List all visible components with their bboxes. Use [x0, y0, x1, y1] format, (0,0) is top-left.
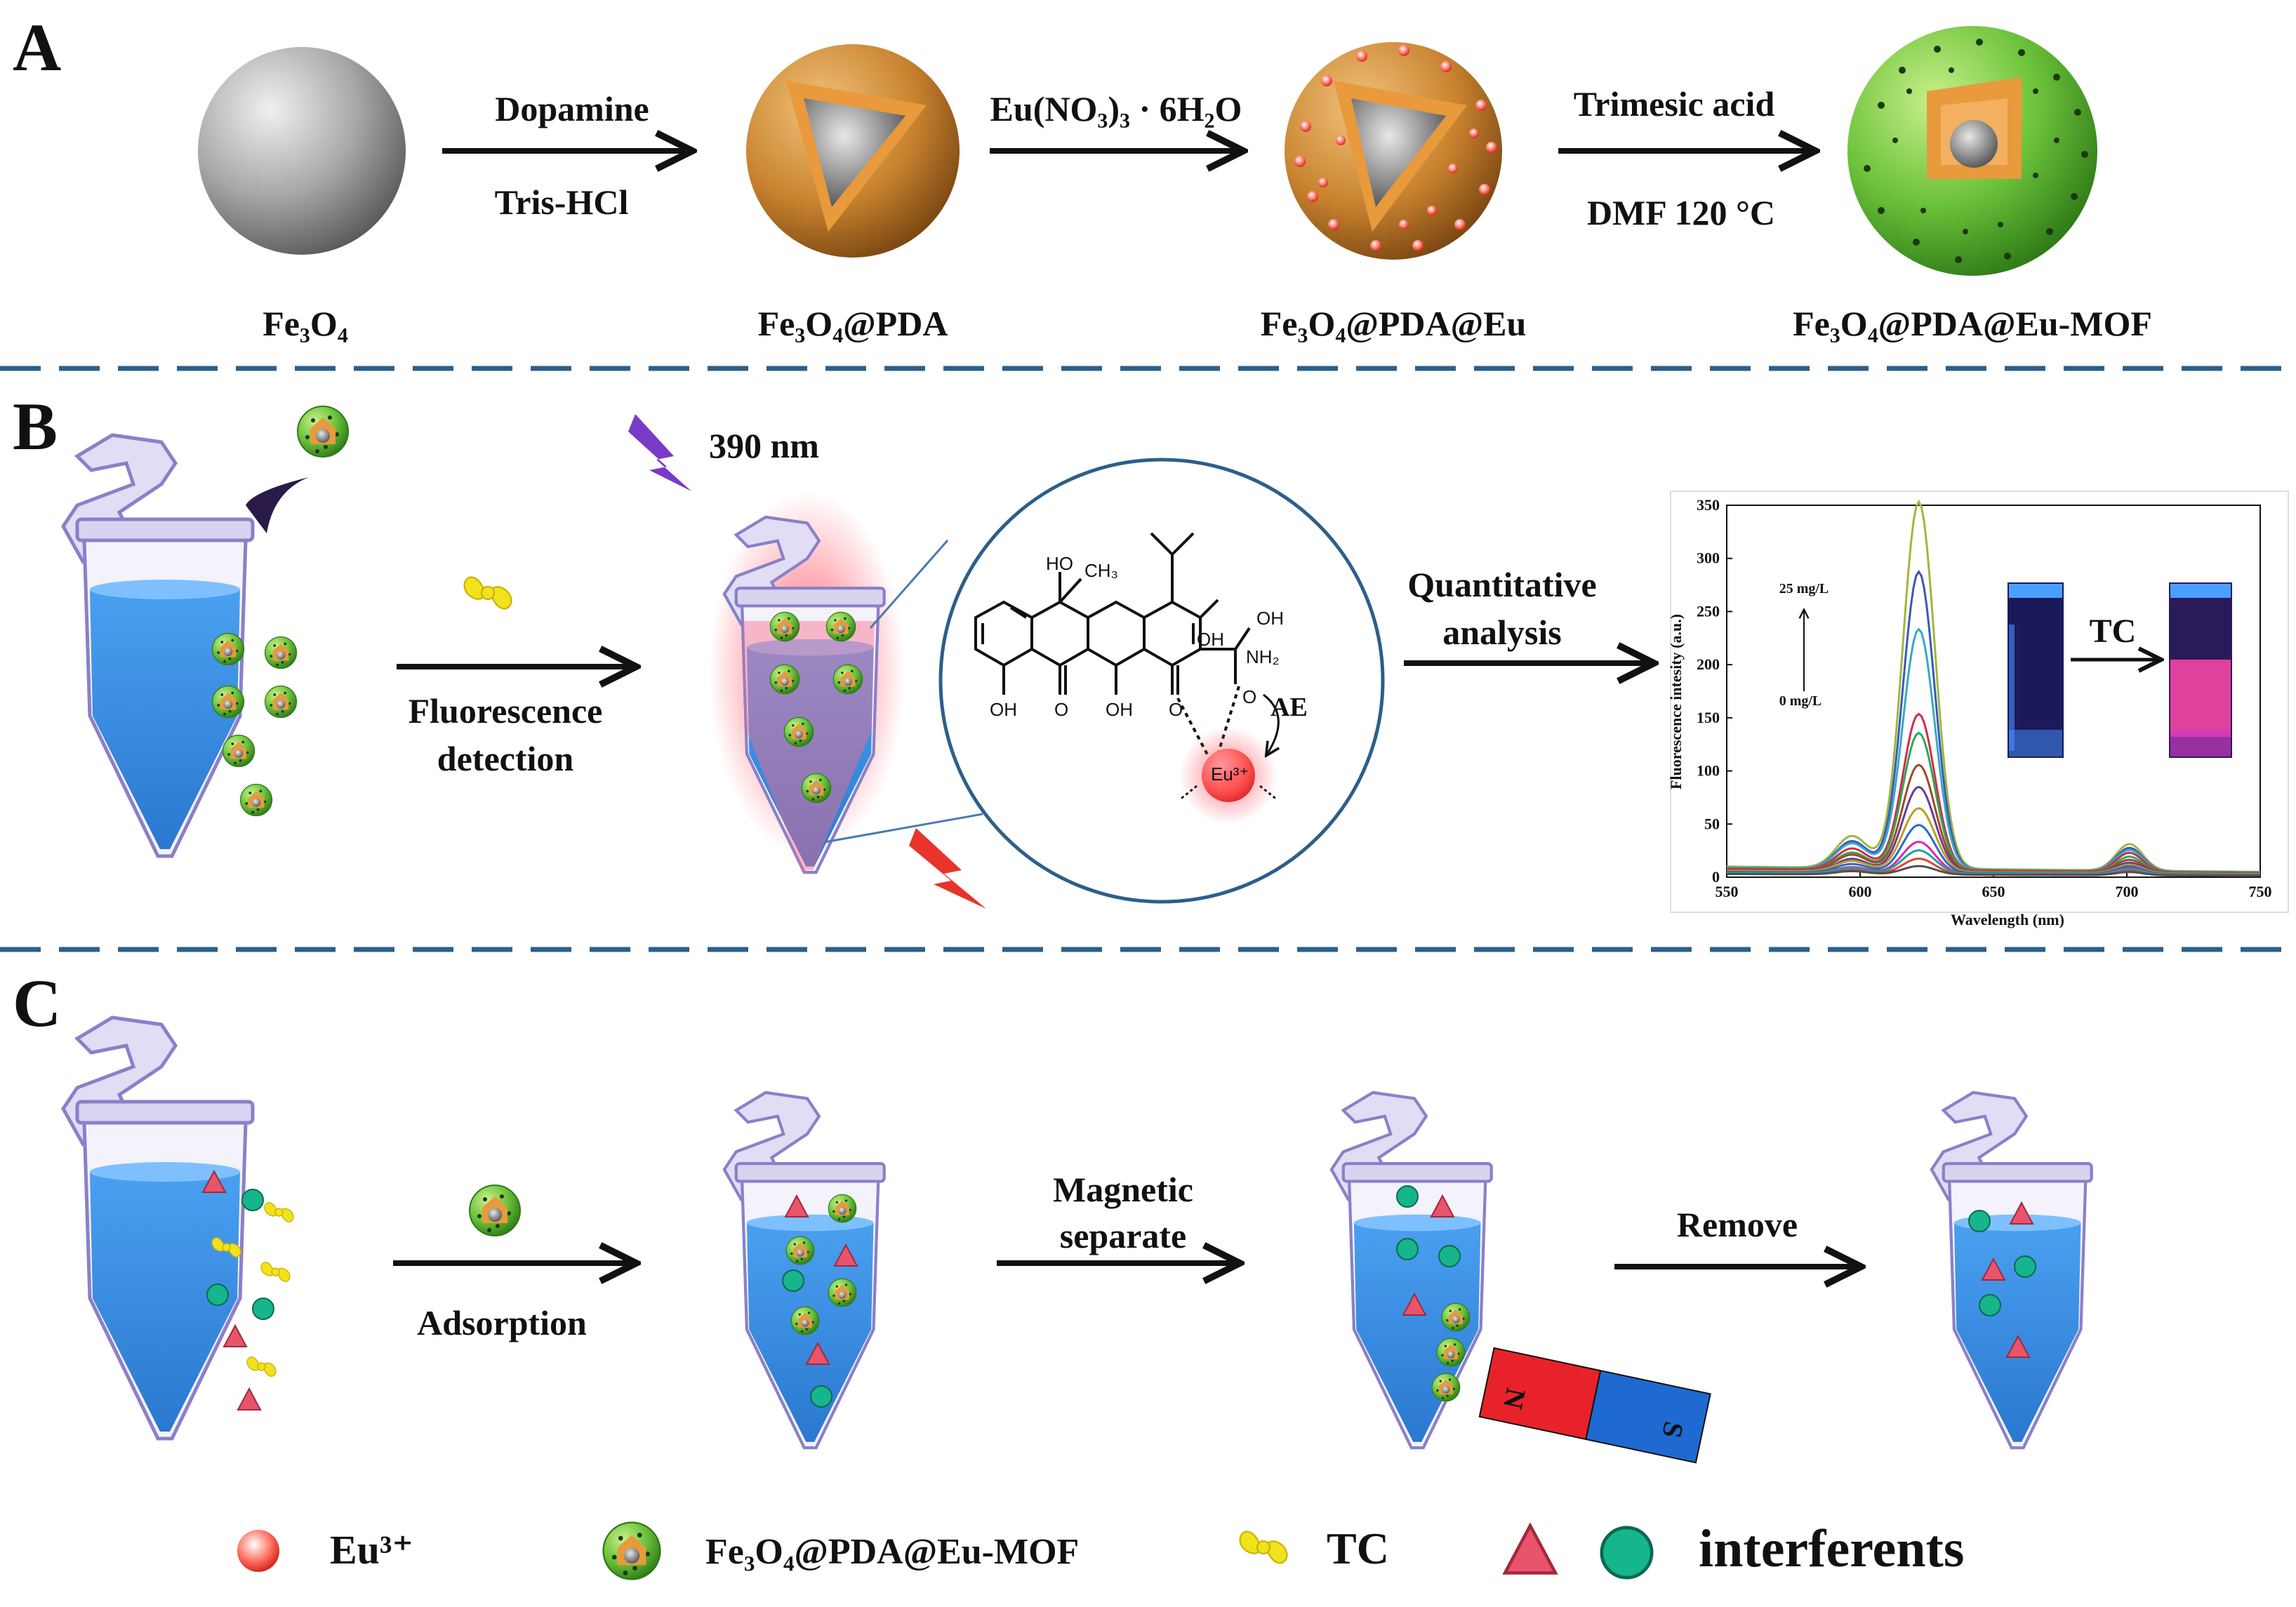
chem-oh-bl: OH [990, 699, 1017, 720]
chart-ylabel: Fluorescence intesity (a.u.) [1667, 614, 1685, 789]
chart-ytick-label-1: 50 [1704, 815, 1720, 832]
tube-c4 [1932, 1093, 2092, 1448]
legend-tc-label: TC [1327, 1523, 1389, 1573]
fe3o4-label: Fe₃O₄ [263, 304, 348, 343]
cuvette-after [2169, 582, 2232, 758]
chart-xlabel: Wavelength (nm) [1951, 911, 2064, 928]
chart-ytick-label-6: 300 [1697, 549, 1720, 567]
chem-nh2: NH₂ [1246, 646, 1280, 667]
eu-label: Fe₃O₄@PDA@Eu [1261, 304, 1527, 343]
mof-particle-add [469, 1185, 521, 1236]
panel-label-a: A [13, 10, 61, 85]
chem-ch3: CH₃ [1084, 560, 1118, 581]
fe3o4-sphere [198, 47, 406, 255]
legend-mof-label: Fe₃O₄@PDA@Eu-MOF [705, 1532, 1079, 1572]
cuvette-before [2008, 582, 2064, 758]
chart-xtick-label-2: 650 [1982, 883, 2005, 900]
legend-mof-icon [602, 1521, 661, 1580]
chem-oh-mid: OH [1197, 629, 1224, 650]
fe3o4-pda-eu-mof-sphere [1847, 26, 2097, 276]
tc-molecule-icon [463, 576, 512, 610]
fluorescence-label: Fluorescence [409, 691, 603, 731]
legend-eu-label: Eu³⁺ [330, 1527, 413, 1573]
magnetic-label: Magnetic [1053, 1170, 1193, 1209]
step2-top-label: Eu(NO₃)₃ · 6H₂O [990, 89, 1242, 128]
chem-ae: AE [1270, 693, 1308, 722]
magnet: N S [1478, 1347, 1711, 1464]
fe3o4-pda-sphere [746, 44, 960, 258]
chem-o1: O [1054, 699, 1068, 720]
step1-top-label: Dopamine [495, 89, 649, 128]
chem-o2: O [1169, 699, 1183, 720]
chart-ytick-label-0: 0 [1712, 868, 1720, 886]
chart-xtick-label-1: 600 [1849, 883, 1872, 900]
legend-eu-icon [237, 1530, 279, 1572]
analysis-label: analysis [1442, 613, 1562, 652]
chem-eu: Eu³⁺ [1211, 764, 1249, 785]
drop-arrow [246, 477, 309, 533]
panel-a: Dopamine Tris-HCl Eu(NO₃)₃ · 6H₂O Trimes… [198, 26, 2152, 343]
fe3o4-pda-eu-sphere [1285, 42, 1502, 260]
pda-label: Fe₃O₄@PDA [758, 304, 948, 343]
quantitative-label: Quantitative [1407, 565, 1596, 604]
excitation-label: 390 nm [709, 426, 819, 465]
chart-xtick-label-4: 750 [2249, 883, 2272, 900]
adsorption-label: Adsorption [417, 1303, 587, 1342]
legend-tc-icon [1239, 1531, 1288, 1564]
chem-oh-right: OH [1256, 608, 1284, 629]
remove-label: Remove [1677, 1205, 1798, 1244]
tube-c1 [63, 1018, 253, 1439]
legend-triangle-icon [1505, 1526, 1555, 1573]
lightning-emission-icon [909, 828, 986, 909]
chart-xtick-label-0: 550 [1716, 883, 1739, 900]
step3-top-label: Trimesic acid [1574, 84, 1775, 124]
panel-label-c: C [13, 966, 61, 1041]
chem-o3: O [1242, 686, 1256, 707]
tc-eu-structure: HO CH₃ OH OH NH₂ OH OH O O O AE Eu³⁺ [938, 458, 1385, 904]
spectrum-line-12 [1727, 865, 2260, 877]
chart-xtick-label-3: 700 [2116, 883, 2139, 900]
panel-b: Fluorescence detection 390 nm [63, 406, 2289, 928]
conc-high-label: 25 mg/L [1779, 581, 1829, 596]
chem-ho: HO [1046, 553, 1073, 574]
step3-bottom-label: DMF 120 °C [1587, 193, 1775, 232]
chart-ytick-label-5: 250 [1697, 602, 1720, 620]
mof-label: Fe₃O₄@PDA@Eu-MOF [1793, 304, 2152, 343]
tube-c2 [724, 1093, 884, 1448]
panel-label-b: B [13, 389, 58, 464]
chart-ytick-label-3: 150 [1697, 709, 1720, 726]
cuvette-tc-label: TC [2090, 613, 2137, 650]
chem-oh-bm: OH [1106, 699, 1133, 720]
fluorescence-spectrum-chart: 550 600 650 700 750 0 50 100 150 200 250 300 350 Wav… [1667, 491, 2289, 928]
conc-low-label: 0 mg/L [1779, 693, 1822, 709]
step1-bottom-label: Tris-HCl [495, 182, 629, 222]
legend-interferents-label: interferents [1699, 1519, 1964, 1578]
chart-ytick-label-2: 100 [1697, 762, 1720, 780]
separate-label: separate [1060, 1216, 1187, 1255]
legend: Eu³⁺ Fe₃O₄@PDA@Eu-MOF TC interferents [237, 1519, 1964, 1580]
chart-ytick-label-4: 200 [1697, 655, 1720, 673]
detection-label: detection [437, 739, 574, 778]
chart-ytick-label-7: 350 [1697, 496, 1720, 514]
mof-particle-drop [297, 406, 349, 458]
legend-circle-icon [1602, 1528, 1652, 1578]
lightning-excitation-icon [628, 414, 691, 491]
tube-c3 [1332, 1093, 1492, 1448]
panel-c: Adsorption Magnetic separate [63, 1018, 2092, 1464]
